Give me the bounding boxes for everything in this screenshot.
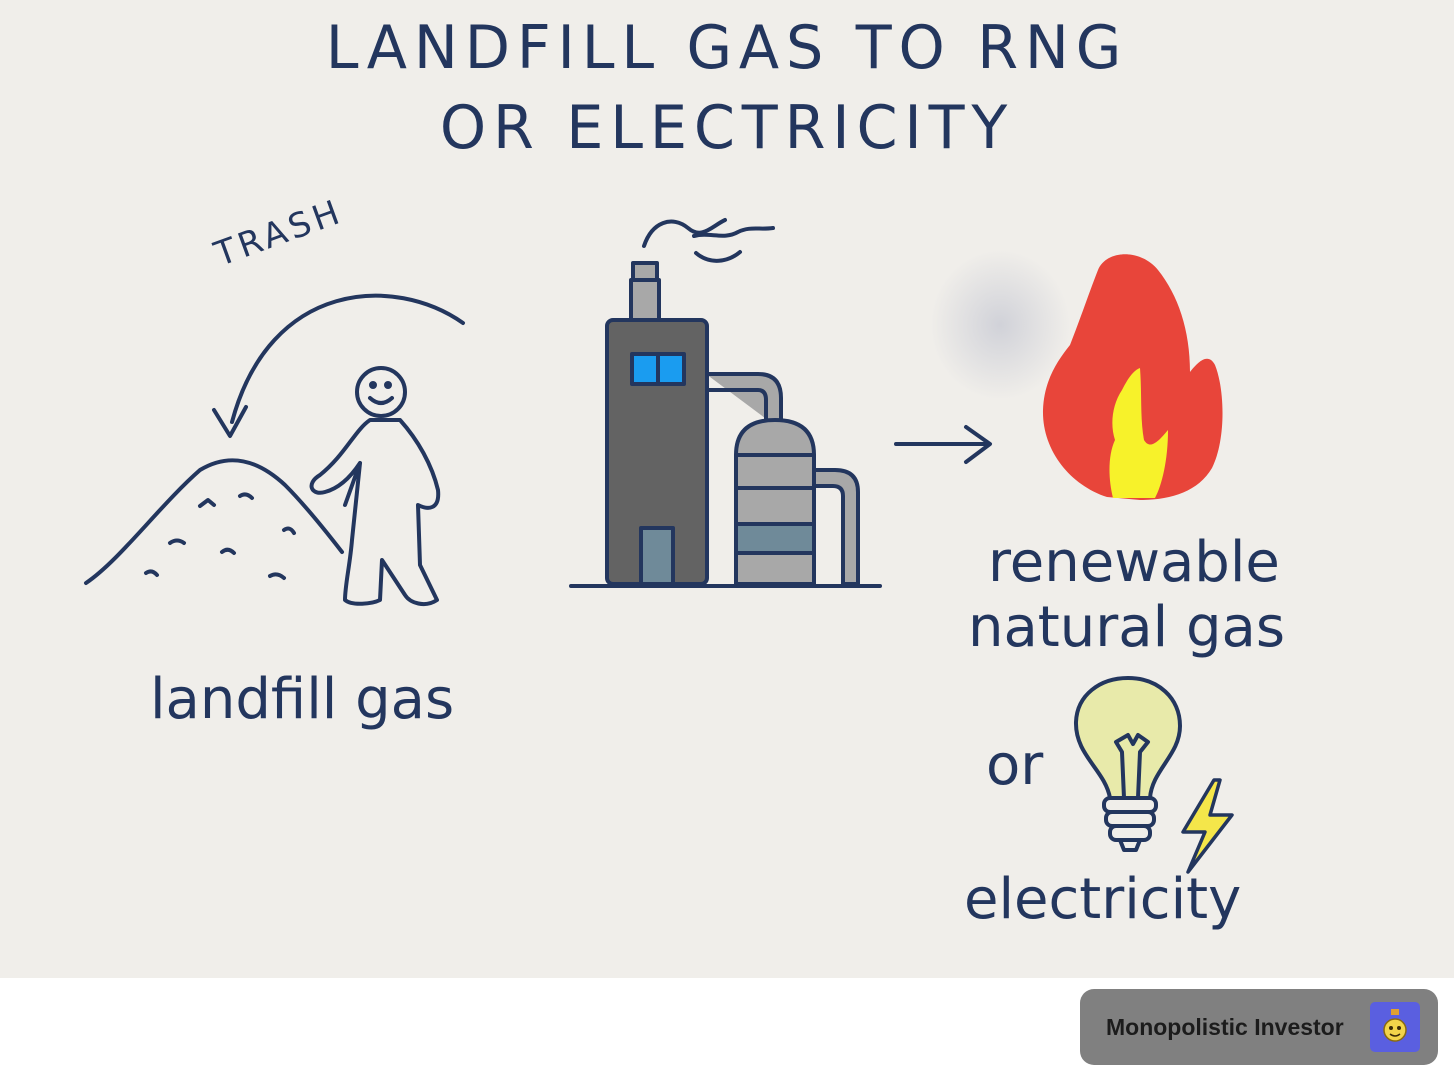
rng-label-line-2: natural gas <box>968 595 1285 660</box>
smudge <box>930 250 1070 400</box>
electricity-label: electricity <box>964 867 1242 932</box>
title-line-1: LANDFILL GAS TO RNG <box>325 13 1129 83</box>
arrow-right-icon <box>894 425 992 464</box>
plant-icon <box>569 261 882 588</box>
landfill-mound-icon <box>84 458 344 585</box>
flame-icon <box>1042 254 1223 500</box>
or-label: or <box>986 733 1044 798</box>
diagram-canvas: LANDFILL GAS TO RNG OR ELECTRICITY TRASH… <box>0 0 1454 978</box>
diagram-art <box>84 218 1234 874</box>
stick-person-icon <box>309 366 441 607</box>
rng-label-line-1: renewable <box>988 530 1280 595</box>
title-line-2: OR ELECTRICITY <box>439 93 1015 163</box>
trash-arrow-icon <box>212 293 465 438</box>
badge-text: Monopolistic Investor <box>1106 1014 1344 1040</box>
smoke-icon <box>642 218 775 263</box>
publisher-badge[interactable]: Monopolistic Investor <box>1080 989 1438 1065</box>
landfill-gas-label: landfill gas <box>150 667 455 732</box>
lightning-bolt-icon <box>1181 778 1234 874</box>
lightbulb-icon <box>1073 676 1182 852</box>
avatar-icon <box>1370 1002 1420 1052</box>
